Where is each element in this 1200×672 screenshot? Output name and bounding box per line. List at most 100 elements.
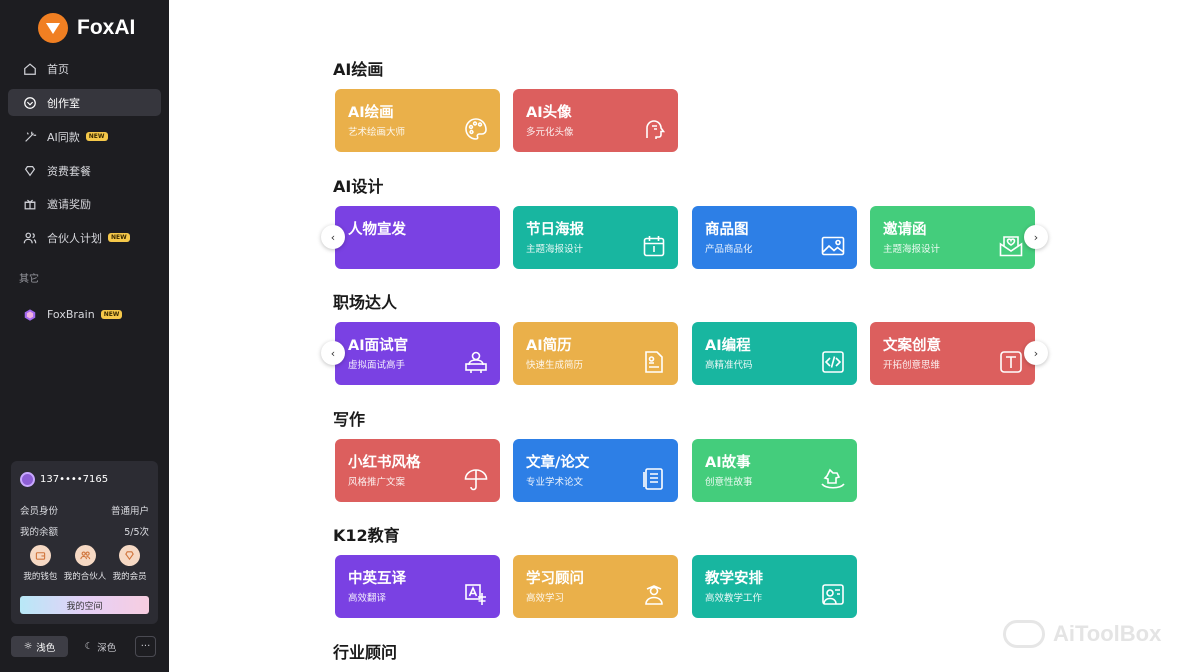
light-theme-button[interactable]: ☼ 浅色 <box>11 636 68 657</box>
card-ai-painting[interactable]: AI绘画 艺术绘画大师 <box>335 89 500 152</box>
my-partner-label: 我的合伙人 <box>63 572 107 582</box>
card-subtitle: 虚拟面试高手 <box>348 360 406 371</box>
card-teaching-plan[interactable]: 教学安排 高效教学工作 <box>692 555 857 618</box>
sidebar-item-label: 合伙人计划 <box>47 231 102 245</box>
card-subtitle: 专业学术论文 <box>526 477 584 488</box>
dark-theme-button[interactable]: ☾ 深色 <box>72 636 129 657</box>
teacher-icon <box>820 582 846 608</box>
card-ai-resume[interactable]: AI简历 快速生成简历 <box>513 322 678 385</box>
card-title: AI绘画 <box>348 105 394 121</box>
card-copywriting[interactable]: 文案创意 开拓创意思维 <box>870 322 1035 385</box>
card-xiaohongshu-style[interactable]: 小红书风格 风格推广文案 <box>335 439 500 502</box>
sidebar-item-foxbrain[interactable]: FoxBrain NEW <box>8 301 161 328</box>
sidebar: FoxAI 首页 创作室 AI同款 NEW 资费套餐 <box>0 0 169 672</box>
card-subtitle: 高效教学工作 <box>705 593 763 604</box>
carousel-next-button[interactable]: › <box>1024 341 1048 365</box>
user-phone: 137••••7165 <box>40 474 109 485</box>
card-subtitle: 风格推广文案 <box>348 477 406 488</box>
my-wallet-label: 我的钱包 <box>23 572 58 582</box>
balance-value: 5/5次 <box>124 527 149 538</box>
card-title: 文案创意 <box>883 338 941 354</box>
interview-icon <box>463 349 489 375</box>
my-space-button[interactable]: 我的空间 <box>20 596 149 614</box>
sun-icon: ☼ <box>23 641 33 652</box>
partner-icon <box>74 545 96 566</box>
card-translation[interactable]: 中英互译 高效翻译 <box>335 555 500 618</box>
watermark-logo-icon <box>1003 620 1045 648</box>
sidebar-item-ai-same[interactable]: AI同款 NEW <box>8 123 161 150</box>
carousel-prev-button[interactable]: ‹ <box>321 225 345 249</box>
my-wallet-link[interactable]: 我的钱包 <box>18 545 63 582</box>
carousel-next-button[interactable]: › <box>1024 225 1048 249</box>
sidebar-item-invite[interactable]: 邀请奖励 <box>8 190 161 217</box>
vip-icon <box>119 545 141 566</box>
card-title: 学习顾问 <box>526 571 584 587</box>
card-invitation[interactable]: 邀请函 主题海报设计 <box>870 206 1035 269</box>
card-title: AI编程 <box>705 338 751 354</box>
avatar[interactable] <box>20 472 35 487</box>
gift-icon <box>22 196 37 211</box>
card-subtitle: 开拓创意思维 <box>883 360 941 371</box>
chevron-right-icon: › <box>1033 230 1039 244</box>
card-title: AI头像 <box>526 105 572 121</box>
card-subtitle: 高效学习 <box>526 593 565 604</box>
card-character-promo[interactable]: 人物宣发 <box>335 206 500 269</box>
membership-value: 普通用户 <box>110 506 149 517</box>
card-ai-coding[interactable]: AI编程 高精准代码 <box>692 322 857 385</box>
sidebar-item-partner[interactable]: 合伙人计划 NEW <box>8 224 161 251</box>
theme-switcher: ☼ 浅色 ☾ 深色 ··· <box>11 636 158 657</box>
card-subtitle: 多元化头像 <box>526 127 574 138</box>
chevron-left-icon: ‹ <box>330 346 336 360</box>
card-subtitle: 主题海报设计 <box>883 244 941 255</box>
user-quick-links: 我的钱包 我的合伙人 我的会员 <box>18 545 152 582</box>
chevron-left-icon: ‹ <box>330 230 336 244</box>
card-subtitle: 快速生成简历 <box>526 360 584 371</box>
section-title-industry-advisor: 行业顾问 <box>333 643 398 662</box>
card-subtitle: 主题海报设计 <box>526 244 584 255</box>
face-icon <box>641 116 667 142</box>
card-title: 节日海报 <box>526 222 584 238</box>
card-ai-avatar[interactable]: AI头像 多元化头像 <box>513 89 678 152</box>
card-article-paper[interactable]: 文章/论文 专业学术论文 <box>513 439 678 502</box>
sidebar-item-label: 资费套餐 <box>47 164 91 178</box>
more-button[interactable]: ··· <box>135 636 156 657</box>
my-vip-link[interactable]: 我的会员 <box>107 545 152 582</box>
foxbrain-icon <box>22 307 37 322</box>
section-title-k12: K12教育 <box>333 526 400 545</box>
sidebar-item-pricing[interactable]: 资费套餐 <box>8 157 161 184</box>
watermark: AiToolBox <box>1003 620 1161 648</box>
balance-row: 我的余额 5/5次 <box>20 524 149 538</box>
sidebar-item-studio[interactable]: 创作室 <box>8 89 161 116</box>
sidebar-item-home[interactable]: 首页 <box>8 55 161 82</box>
wallet-icon <box>29 545 51 566</box>
card-ai-story[interactable]: AI故事 创意性故事 <box>692 439 857 502</box>
my-partner-link[interactable]: 我的合伙人 <box>63 545 108 582</box>
section-title-workplace: 职场达人 <box>333 293 398 312</box>
new-badge: NEW <box>100 310 123 319</box>
users-icon <box>22 230 37 245</box>
card-product-image[interactable]: 商品图 产品商品化 <box>692 206 857 269</box>
card-title: 小红书风格 <box>348 455 421 471</box>
translate-icon <box>463 582 489 608</box>
sidebar-item-label: FoxBrain <box>47 308 95 321</box>
studio-icon <box>22 95 37 110</box>
new-badge: NEW <box>108 233 130 242</box>
membership-row: 会员身份 普通用户 <box>20 503 149 517</box>
dark-theme-label: 深色 <box>97 642 117 654</box>
app-logo[interactable]: FoxAI <box>38 12 135 44</box>
card-title: AI面试官 <box>348 338 409 354</box>
rocking-horse-icon <box>820 466 846 492</box>
sidebar-item-label: AI同款 <box>47 130 80 144</box>
card-title: AI故事 <box>705 455 751 471</box>
other-section-heading: 其它 <box>19 274 39 285</box>
card-title: 教学安排 <box>705 571 763 587</box>
text-icon <box>998 349 1024 375</box>
section-title-ai-painting: AI绘画 <box>333 60 384 79</box>
balance-label: 我的余额 <box>20 527 59 538</box>
card-ai-interviewer[interactable]: AI面试官 虚拟面试高手 <box>335 322 500 385</box>
card-festival-poster[interactable]: 节日海报 主题海报设计 <box>513 206 678 269</box>
moon-icon: ☾ <box>84 641 94 652</box>
carousel-prev-button[interactable]: ‹ <box>321 341 345 365</box>
membership-label: 会员身份 <box>20 506 59 517</box>
card-study-advisor[interactable]: 学习顾问 高效学习 <box>513 555 678 618</box>
